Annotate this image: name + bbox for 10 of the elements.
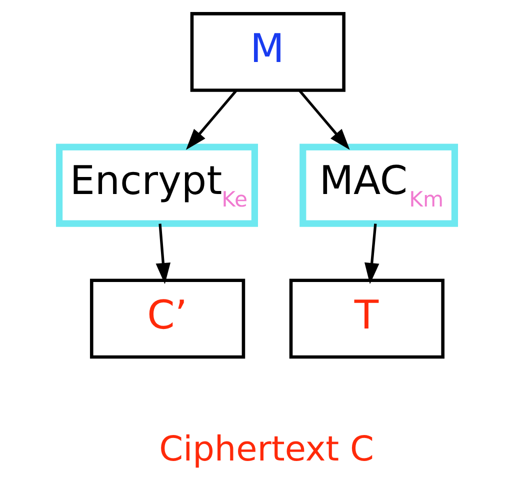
node-box: C’ (90, 278, 246, 359)
label: Ciphertext C (159, 429, 374, 470)
node-box: Encrypt$_{Ke}$ (56, 144, 258, 227)
arrow (298, 90, 350, 150)
arrow (186, 90, 238, 150)
arrow (364, 224, 380, 284)
node-box: T (289, 278, 444, 359)
arrow (156, 224, 171, 284)
node-box: M (190, 12, 346, 92)
node-box: MAC$_{Km}$ (300, 144, 458, 227)
